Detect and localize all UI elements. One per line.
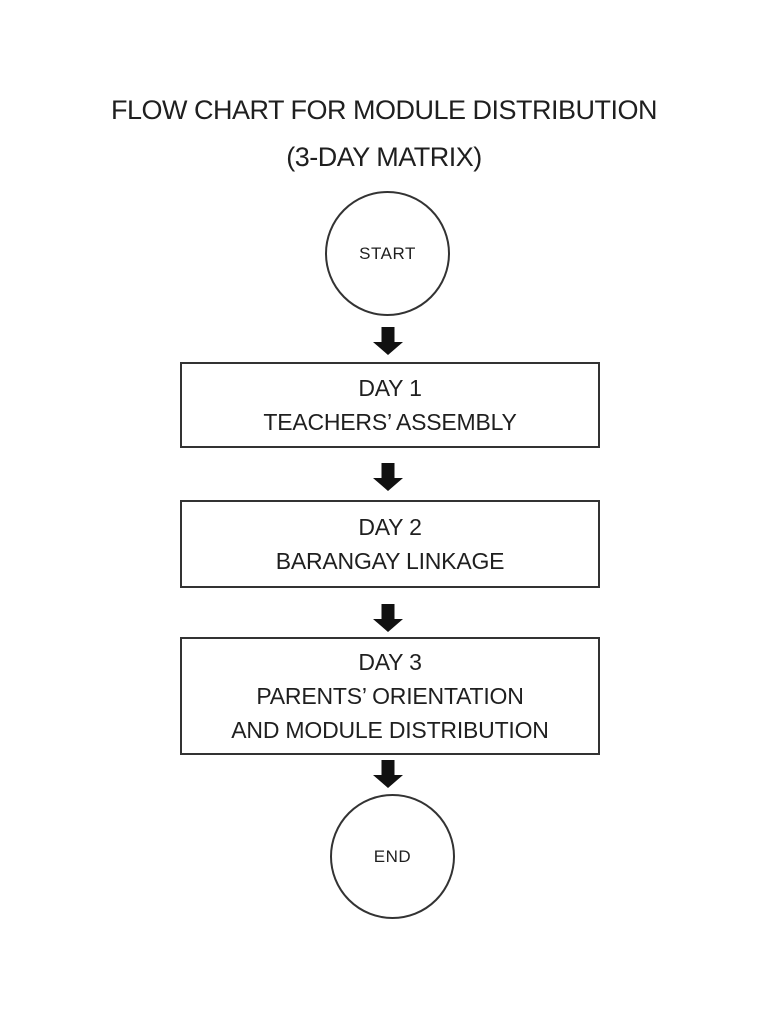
down-arrow-icon (373, 463, 403, 491)
down-arrow-icon (373, 760, 403, 788)
step-line: AND MODULE DISTRIBUTION (231, 717, 549, 743)
flowchart-step-day3: DAY 3 PARENTS’ ORIENTATION AND MODULE DI… (180, 637, 600, 755)
flowchart-step-day1: DAY 1 TEACHERS’ ASSEMBLY (180, 362, 600, 448)
step-line: TEACHERS’ ASSEMBLY (263, 409, 517, 435)
step-line: DAY 2 (358, 514, 422, 540)
down-arrow-icon (373, 327, 403, 355)
flowchart-step-day2: DAY 2 BARANGAY LINKAGE (180, 500, 600, 588)
step-line: PARENTS’ ORIENTATION (256, 683, 524, 709)
step-line: BARANGAY LINKAGE (275, 548, 505, 574)
flowchart-end-node: END (330, 794, 455, 919)
page-subtitle: (3-DAY MATRIX) (286, 142, 482, 172)
step-line: DAY 3 (358, 649, 422, 675)
step-line: DAY 1 (358, 375, 422, 401)
down-arrow-icon (373, 604, 403, 632)
flowchart-start-node: START (325, 191, 450, 316)
page-title: FLOW CHART FOR MODULE DISTRIBUTION (110, 95, 658, 125)
start-node-label: START (359, 243, 416, 263)
end-node-label: END (373, 846, 412, 866)
